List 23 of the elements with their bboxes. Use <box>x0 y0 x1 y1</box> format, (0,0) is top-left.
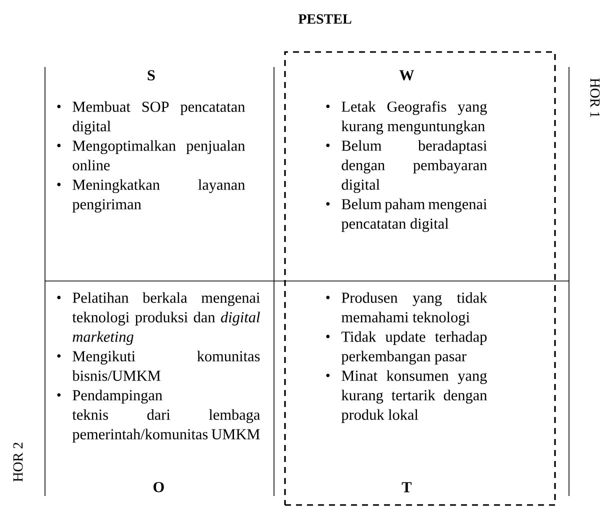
node-label: Pendampingan teknis dari lembaga pemerintah/komunitas UMKM <box>72 390 260 442</box>
node-label: Belum paham mengenai pencatatan digital <box>341 198 487 232</box>
quadrant-cell: S Membuat SOP pencatatan digital Mengoptimalkan penjualan online Meningkatkan layanan pengiriman <box>57 70 245 213</box>
node-label: Mengoptimalkan penjualan online <box>72 140 245 170</box>
dashed-frame <box>284 51 556 506</box>
node-label: Tidak update terhadap perkembangan pasar <box>341 331 487 365</box>
node-label: Mengikuti komunitas bisnis/UMKM <box>72 350 260 381</box>
node-label: W <box>399 70 414 80</box>
node-label: Membuat SOP pencatatan digital <box>72 101 245 135</box>
node-label: Belum beradaptasi dengan pembayaran digital <box>342 140 487 193</box>
axis-label: HOR 1 <box>590 78 600 118</box>
node-label: Letak Geografis yang kurang menguntungkan <box>342 100 487 134</box>
node-label: T <box>402 482 412 492</box>
node-label: Minat konsumen yang kurang tertarik dengan produk lokal <box>341 370 487 423</box>
node-label: S <box>148 70 155 80</box>
node-label: Produsen yang tidak memahami teknologi <box>342 292 488 326</box>
quadrant-cell: Produsen yang tidak memahami teknologi Tidak update terhadap perkembangan pasar Minat konsumen yang kurang tertarik dengan produk lokal T <box>326 292 488 492</box>
quadrant-cell: W Letak Geografis yang kurang menguntungkan Belum beradaptasi dengan pembayaran digital Belum paham mengenai pencatatan digital <box>326 70 487 232</box>
title: PESTEL <box>298 14 352 24</box>
node-label: Meningkatkan layanan pengiriman <box>72 179 245 213</box>
node-label: O <box>154 482 164 492</box>
quadrant-cell: Pelatihan berkala mengenai teknologi produksi dan digital marketing Mengikuti komunitas bisnis/UMKM Pendampingan teknis dari lembaga pemerintah/komunitas UMKM O <box>57 292 260 492</box>
axis-label: HOR 2 <box>13 442 23 482</box>
